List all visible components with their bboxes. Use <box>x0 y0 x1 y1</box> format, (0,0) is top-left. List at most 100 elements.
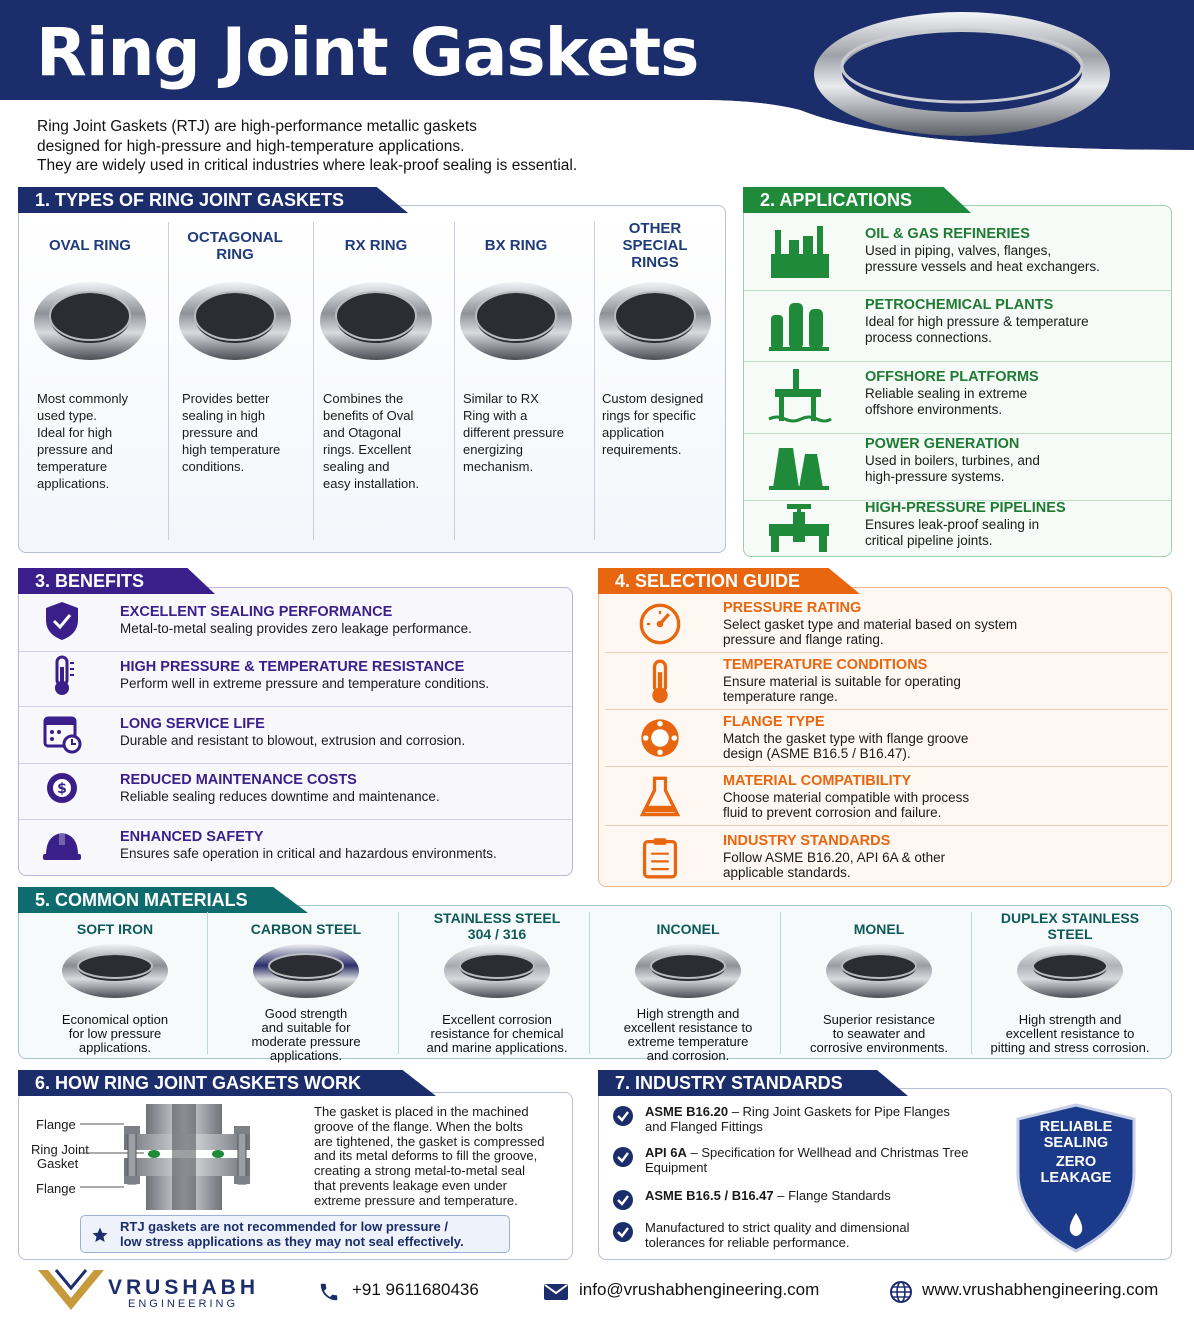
globe-icon <box>890 1281 912 1303</box>
footer-email[interactable]: info@vrushabhengineering.com <box>579 1280 820 1299</box>
email-icon <box>544 1284 568 1300</box>
benefit-title: HIGH PRESSURE & TEMPERATURE RESISTANCE <box>120 659 465 675</box>
check-circle-icon <box>613 1106 633 1126</box>
gasket-label-line: Ring Joint <box>31 1142 89 1157</box>
row-divider <box>605 709 1168 710</box>
benefit-text: Metal-to-metal sealing provides zero lea… <box>120 621 472 636</box>
row-divider <box>605 766 1168 767</box>
material-description-line: High strength and <box>1018 1012 1122 1027</box>
intro-text: Ring Joint Gaskets (RTJ) are high-perfor… <box>37 117 577 176</box>
benefit-text: Reliable sealing reduces downtime and ma… <box>120 789 440 804</box>
selection-text: pressure and flange rating. <box>723 632 884 647</box>
material-name-line: CARBON STEEL <box>250 921 362 937</box>
selection-title: MATERIAL COMPATIBILITY <box>723 773 912 789</box>
footer-website[interactable]: www.vrushabhengineering.com <box>922 1280 1159 1299</box>
type-description-line: Provides better <box>182 391 270 406</box>
type-description-line: and Otagonal <box>323 425 402 440</box>
selection-text: Match the gasket type with flange groove <box>723 731 969 746</box>
zero-leakage-shield-badge <box>1016 1103 1136 1253</box>
type-description-line: Ring with a <box>463 408 528 423</box>
material-description-line: excellent resistance to <box>1005 1026 1135 1041</box>
standard-text: and Flanged Fittings <box>645 1119 763 1134</box>
application-text: Reliable sealing in extreme <box>865 386 1028 401</box>
standard-text: Equipment <box>645 1160 708 1175</box>
hard-hat-icon <box>43 831 81 860</box>
benefit-title: LONG SERVICE LIFE <box>120 716 265 732</box>
flange-cross-section-diagram <box>80 1104 250 1210</box>
selection-title: FLANGE TYPE <box>723 714 825 730</box>
brand-name: VRUSHABH <box>108 1276 260 1299</box>
benefit-text: Durable and resistant to blowout, extrus… <box>120 733 466 748</box>
type-description-line: conditions. <box>182 459 245 474</box>
vrushabh-logo-icon <box>38 1269 104 1310</box>
badge-line: ZERO <box>1055 1154 1097 1170</box>
material-name-line: STAINLESS STEEL <box>433 910 561 926</box>
standard-code: API 6A <box>645 1145 687 1160</box>
application-text: process connections. <box>865 330 992 345</box>
material-name-line: 304 / 316 <box>467 926 527 942</box>
type-description-line: benefits of Oval <box>323 408 414 423</box>
how-note-box: RTJ gaskets are not recommended for low … <box>80 1215 510 1253</box>
material-description-line: to seawater and <box>832 1026 926 1041</box>
gauge-icon <box>639 603 681 645</box>
footer-phone[interactable]: +91 9611680436 <box>352 1280 479 1299</box>
benefits-section <box>18 587 573 876</box>
type-description-line: Similar to RX <box>463 391 539 406</box>
material-name-line: SOFT IRON <box>76 921 154 937</box>
application-title: PETROCHEMICAL PLANTS <box>865 297 1054 313</box>
materials-section <box>18 905 1172 1059</box>
standard-line: Manufactured to strict quality and dimen… <box>645 1220 995 1235</box>
badge-line: SEALING <box>1043 1135 1109 1151</box>
application-title: OIL & GAS REFINERIES <box>865 226 1030 242</box>
pipeline-valve-icon <box>769 504 829 552</box>
how-description-line: and its metal deforms to fill the groove… <box>314 1148 538 1164</box>
benefit-text: Ensures safe operation in critical and h… <box>120 846 497 861</box>
types-heading: 1. TYPES OF RING JOINT GASKETS <box>18 187 408 213</box>
petrochemical-plant-icon <box>769 303 829 351</box>
applications-heading: 2. APPLICATIONS <box>743 187 971 213</box>
row-divider <box>605 652 1168 653</box>
selection-text: temperature range. <box>723 689 838 704</box>
material-description-line: excellent resistance to <box>623 1020 753 1035</box>
row-divider <box>605 825 1168 826</box>
benefit-title: EXCELLENT SEALING PERFORMANCE <box>120 604 393 620</box>
material-name-line: MONEL <box>853 921 905 937</box>
standard-text: Manufactured to strict quality and dimen… <box>645 1220 910 1235</box>
material-name-line: DUPLEX STAINLESS <box>1000 910 1140 926</box>
row-divider <box>744 500 1171 501</box>
application-text: Used in piping, valves, flanges, <box>865 243 1052 258</box>
column-divider <box>207 912 208 1054</box>
type-description-line: rings for specific <box>602 408 696 423</box>
selection-text: Choose material compatible with process <box>723 790 970 805</box>
type-name-line: BX RING <box>484 237 548 254</box>
type-column: BX RING <box>446 220 586 360</box>
type-description-line: pressure and <box>37 442 113 457</box>
type-description-line: sealing in high <box>182 408 266 423</box>
intro-line: They are widely used in critical industr… <box>37 157 578 174</box>
shield-check-icon <box>46 602 78 640</box>
row-divider <box>744 433 1171 434</box>
thermometer-icon <box>652 659 668 703</box>
badge-line: LEAKAGE <box>1040 1170 1112 1186</box>
how-description-line: extreme pressure and temperature. <box>314 1192 518 1208</box>
type-ring-image <box>34 282 146 360</box>
material-name: INCONEL <box>593 921 783 937</box>
selection-title: PRESSURE RATING <box>723 600 862 616</box>
row-divider <box>19 706 572 707</box>
material-description-line: Economical option <box>61 1012 169 1027</box>
material-description-line: Good strength <box>264 1006 348 1021</box>
standard-code: ASME B16.5 / B16.47 <box>645 1188 774 1203</box>
how-description-line: are tightened, the gasket is compressed <box>314 1133 545 1149</box>
refinery-icon <box>771 226 829 278</box>
column-divider <box>971 912 972 1054</box>
